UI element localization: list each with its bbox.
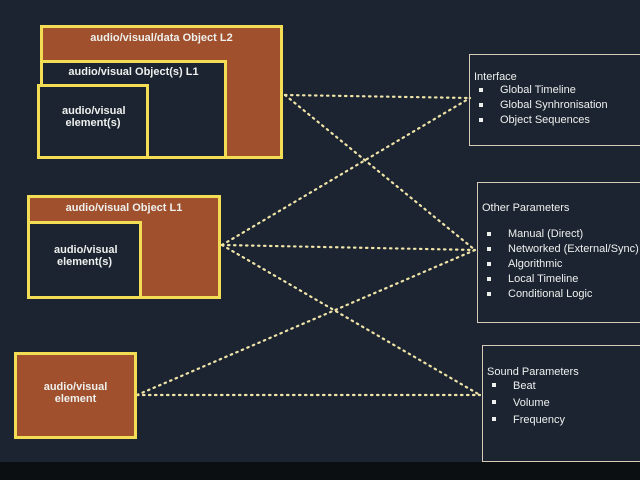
screen-bottom-edge xyxy=(0,462,640,480)
line-l1-sound xyxy=(220,243,482,397)
element-inner-box-2: audio/visual element(s) xyxy=(27,221,142,299)
list-item: Object Sequences xyxy=(474,113,640,128)
sound-parameters-panel: Sound Parameters Beat Volume Frequency xyxy=(482,345,640,462)
line-l2-other xyxy=(283,93,477,252)
list-item: Local Timeline xyxy=(482,272,640,287)
other-parameters-title: Other Parameters xyxy=(482,202,570,214)
object-l1-inner-box: audio/visual Object(s) L1 audio/visual e… xyxy=(37,60,227,159)
line-l2-interface xyxy=(283,93,472,100)
other-parameters-panel: Other Parameters Manual (Direct) Network… xyxy=(477,182,640,323)
element-inner-label-2: audio/visual element(s) xyxy=(54,244,118,268)
element-box: audio/visual element xyxy=(14,352,137,439)
object-l1-box: audio/visual Object L1 audio/visual elem… xyxy=(27,195,221,299)
interface-title: Interface xyxy=(474,71,517,83)
object-l2-box: audio/visual/data Object L2 audio/visual… xyxy=(37,25,283,159)
object-l1-inner-title: audio/visual Object(s) L1 xyxy=(68,66,199,78)
sound-parameters-title: Sound Parameters xyxy=(487,366,579,378)
list-item: Global Synhronisation xyxy=(474,98,640,113)
interface-panel: Interface Global Timeline Global Synhron… xyxy=(469,54,640,146)
object-l1-title: audio/visual Object L1 xyxy=(65,202,183,214)
list-item: Global Timeline xyxy=(474,83,640,98)
line-element-other xyxy=(135,248,477,397)
object-l2-title: audio/visual/data Object L2 xyxy=(90,32,233,44)
list-item: Frequency xyxy=(487,412,640,429)
element-label: audio/visual element xyxy=(43,381,108,405)
line-l1-other xyxy=(220,243,477,252)
list-item: Manual (Direct) xyxy=(482,227,640,242)
element-inner-label: audio/visual element(s) xyxy=(62,105,126,129)
element-inner-box: audio/visual element(s) xyxy=(37,84,149,159)
list-item: Beat xyxy=(487,378,640,395)
line-l1-interface xyxy=(220,96,472,247)
list-item: Networked (External/Sync) xyxy=(482,242,640,257)
list-item: Algorithmic xyxy=(482,257,640,272)
list-item: Volume xyxy=(487,395,640,412)
list-item: Conditional Logic xyxy=(482,287,640,302)
